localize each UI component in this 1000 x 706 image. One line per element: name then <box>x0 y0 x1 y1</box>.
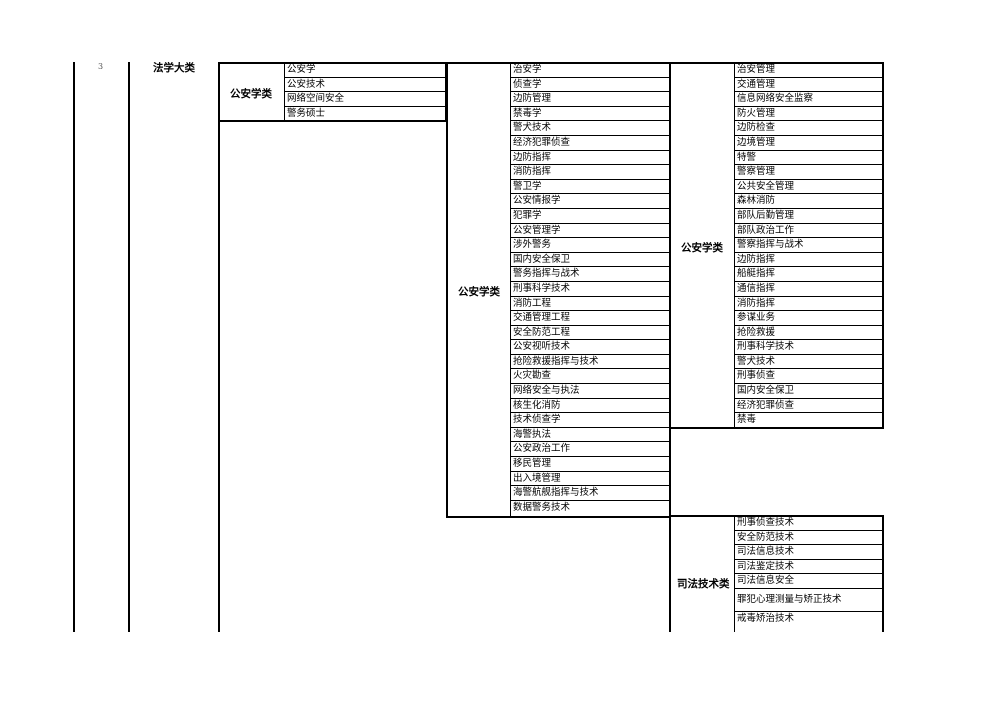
col2-item: 安全防范工程 <box>511 326 669 341</box>
col3-item: 交通管理 <box>735 78 882 93</box>
col2-item: 边防指挥 <box>511 151 669 166</box>
col4-item: 司法信息技术 <box>735 545 882 560</box>
col1-item: 警务硕士 <box>287 107 326 119</box>
col3-item: 刑事侦查 <box>735 369 882 385</box>
col3-item: 警察指挥与战术 <box>735 238 882 253</box>
col4-box <box>669 515 884 637</box>
col3-item: 警犬技术 <box>735 355 882 370</box>
col4-divider <box>734 516 735 632</box>
col2-item: 警务指挥与战术 <box>511 267 669 282</box>
col3-item: 消防指挥 <box>735 297 882 312</box>
col4-item: 司法鉴定技术 <box>735 560 882 575</box>
col2-item: 出入境管理 <box>511 472 669 487</box>
row-category: 法学大类 <box>153 62 195 74</box>
col2-item: 消防工程 <box>511 297 669 312</box>
col2-item: 消防指挥 <box>511 165 669 180</box>
col1-divider <box>284 63 285 121</box>
col2-item: 公安视听技术 <box>511 340 669 355</box>
table-border-index <box>128 62 130 632</box>
col3-item: 部队政治工作 <box>735 224 882 239</box>
col2-item: 治安学 <box>511 63 669 78</box>
col3-item: 边防检查 <box>735 121 882 136</box>
col3-list: 治安管理交通管理信息网络安全监察防火管理边防检查边境管理特警警察管理公共安全管理… <box>735 63 882 428</box>
col3-item: 森林消防 <box>735 194 882 209</box>
col2-item: 海警航舰指挥与技术 <box>511 486 669 501</box>
col4-item: 安全防范技术 <box>735 531 882 546</box>
col3-item: 通信指挥 <box>735 282 882 297</box>
col3-item: 信息网络安全监察 <box>735 92 882 107</box>
col3-item: 抢险救援 <box>735 326 882 341</box>
col2-item: 涉外警务 <box>511 238 669 253</box>
col2-item: 禁毒学 <box>511 107 669 122</box>
col2-divider <box>510 63 511 517</box>
col2-item: 核生化消防 <box>511 399 669 414</box>
col3-label: 公安学类 <box>681 242 723 254</box>
col3-item: 部队后勤管理 <box>735 209 882 224</box>
col3-item: 特警 <box>735 151 882 166</box>
col2-item: 经济犯罪侦查 <box>511 136 669 151</box>
col3-divider <box>734 63 735 428</box>
col3-item: 经济犯罪侦查 <box>735 399 882 414</box>
col2-item: 火灾勘查 <box>511 369 669 385</box>
table-border-category <box>218 62 220 632</box>
col3-item: 边境管理 <box>735 136 882 151</box>
col3-item: 治安管理 <box>735 63 882 78</box>
col2-label: 公安学类 <box>458 286 500 298</box>
col2-item: 侦查学 <box>511 78 669 93</box>
col2-item: 边防管理 <box>511 92 669 107</box>
col3-item: 防火管理 <box>735 107 882 122</box>
col3-item: 参谋业务 <box>735 311 882 326</box>
col3-item: 警察管理 <box>735 165 882 180</box>
row-index: 3 <box>98 62 104 71</box>
col4-item: 司法信息安全 <box>735 574 882 589</box>
col1-list: 公安学公安技术网络空间安全警务硕士 <box>285 63 446 121</box>
col2-item: 交通管理工程 <box>511 311 669 326</box>
col2-item: 公安管理学 <box>511 224 669 239</box>
col4-item: 戒毒矫治技术 <box>737 613 795 625</box>
col3-item: 公共安全管理 <box>735 180 882 195</box>
col2-item: 网络安全与执法 <box>511 384 669 399</box>
col1-item: 公安学 <box>285 63 446 78</box>
col3-box <box>669 62 884 429</box>
col2-item: 技术侦查学 <box>511 413 669 428</box>
col2-item: 警卫学 <box>511 180 669 195</box>
col2-list: 治安学侦查学边防管理禁毒学警犬技术经济犯罪侦查边防指挥消防指挥警卫学公安情报学犯… <box>511 63 669 515</box>
col3-item: 船艇指挥 <box>735 267 882 282</box>
col3-item: 刑事科学技术 <box>735 340 882 355</box>
col2-item: 公安政治工作 <box>511 442 669 458</box>
col3-item: 边防指挥 <box>735 253 882 268</box>
col2-item: 公安情报学 <box>511 194 669 209</box>
col2-item: 犯罪学 <box>511 209 669 224</box>
col2-item: 海警执法 <box>511 428 669 443</box>
col2-item: 数据警务技术 <box>513 501 571 513</box>
col2-item: 警犬技术 <box>511 121 669 136</box>
col4-label: 司法技术类 <box>677 578 730 590</box>
page-bottom <box>0 632 1000 706</box>
col2-item: 刑事科学技术 <box>511 282 669 297</box>
col1-item: 公安技术 <box>285 78 446 92</box>
col2-item: 移民管理 <box>511 457 669 472</box>
col4-item: 罪犯心理测量与矫正技术 <box>735 589 882 613</box>
col3-item: 禁毒 <box>737 414 757 426</box>
col4-list: 刑事侦查技术安全防范技术司法信息技术司法鉴定技术司法信息安全罪犯心理测量与矫正技… <box>735 516 882 627</box>
col2-item: 抢险救援指挥与技术 <box>511 355 669 370</box>
col1-label: 公安学类 <box>230 88 272 100</box>
table-border-left <box>73 62 75 632</box>
col1-item: 网络空间安全 <box>285 92 446 107</box>
col3-item: 国内安全保卫 <box>735 384 882 399</box>
col4-item: 刑事侦查技术 <box>735 516 882 531</box>
col2-item: 国内安全保卫 <box>511 253 669 268</box>
